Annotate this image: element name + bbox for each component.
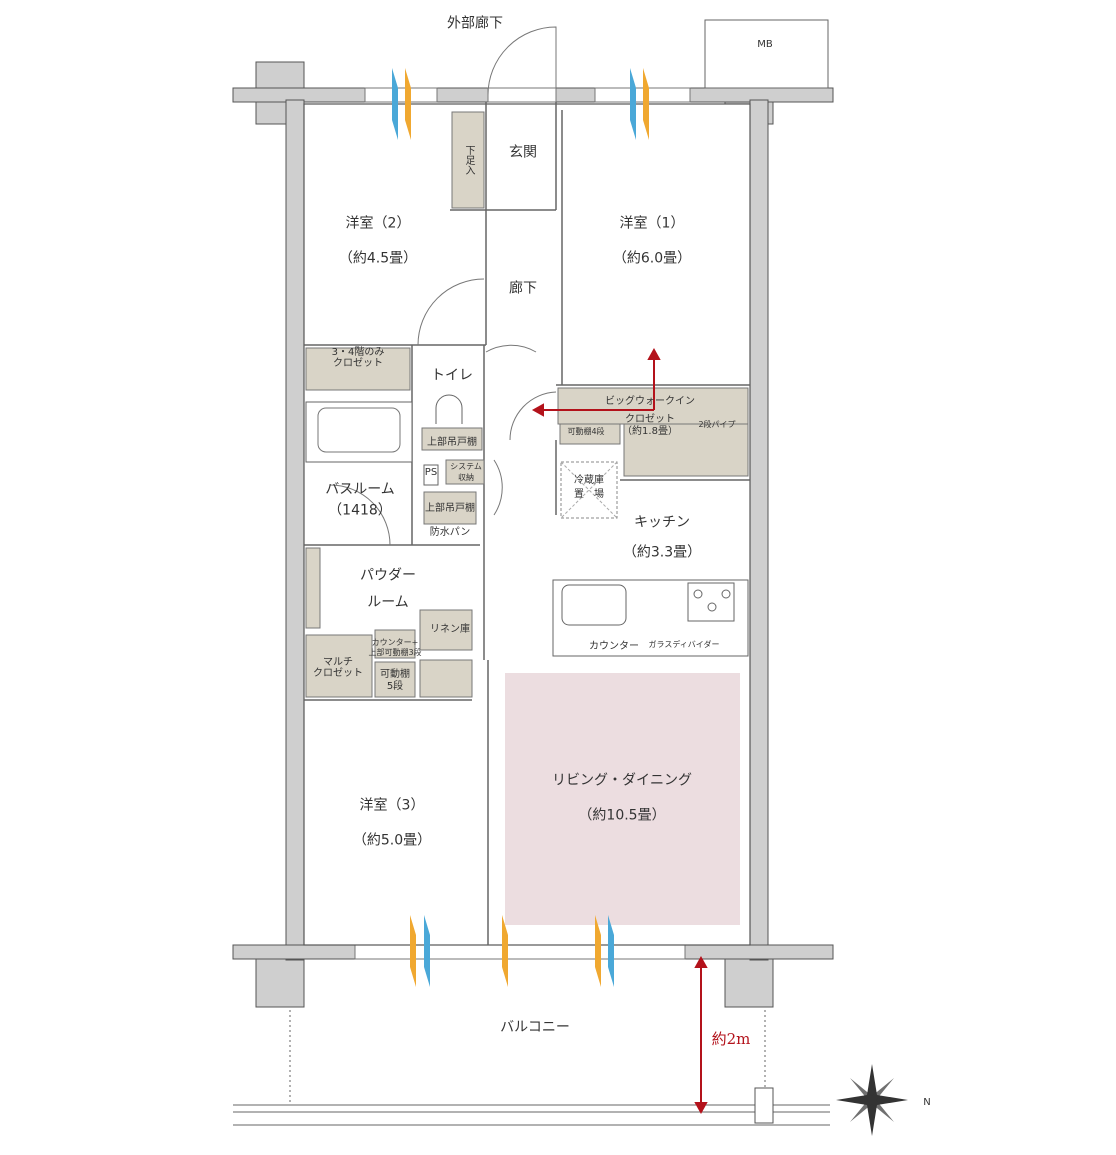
- living-dining-name: リビング・ダイニング: [552, 772, 692, 789]
- powder-room-label-1: パウダー: [360, 567, 416, 584]
- fridge-space-label-2: 置 場: [574, 489, 604, 500]
- closet-label: クロゼット: [333, 358, 383, 369]
- ventilation-arrows: [392, 68, 649, 987]
- linen-storage-label: リネン庫: [430, 624, 470, 635]
- western-room-3-name: 洋室（3）: [359, 797, 425, 814]
- fridge-space-label-1: 冷蔵庫: [574, 475, 604, 486]
- hallway-label: 廊下: [509, 280, 537, 297]
- kitchen-name: キッチン: [634, 514, 690, 531]
- balcony-label: バルコニー: [500, 1019, 570, 1036]
- kitchen-size: （約3.3畳）: [622, 544, 702, 561]
- movable-shelf-5-label-1: 可動棚: [380, 669, 410, 680]
- western-room-3-size: （約5.0畳）: [352, 832, 432, 849]
- toilet-label: トイレ: [431, 367, 473, 384]
- walk-in-closet-access-arrows: [531, 347, 708, 1115]
- multi-closet-label-1: マルチ: [323, 657, 353, 668]
- two-tier-pipe-label: 2段パイプ: [698, 420, 736, 430]
- glass-divider-label: ガラスディバイダー: [648, 640, 720, 650]
- living-area-highlight: [505, 673, 740, 925]
- movable-shelf-5-label-2: 5段: [386, 681, 404, 692]
- walk-in-closet-label-1: ビッグウォークイン: [605, 396, 695, 407]
- laundry-upper-cabinet-label: 上部吊戸棚: [425, 503, 475, 514]
- ps-label: PS: [424, 467, 438, 478]
- counter-shelf-label-1: カウンター+: [371, 638, 419, 648]
- mb-label: MB: [757, 39, 773, 50]
- counter-label: カウンター: [589, 641, 639, 652]
- walk-in-closet-label-2: クロゼット: [625, 414, 675, 425]
- entrance-label: 玄関: [509, 144, 537, 161]
- movable-shelf-4-label: 可動棚4段: [567, 427, 605, 437]
- bathroom-size: （1418）: [328, 502, 392, 519]
- walk-in-closet-size: （約1.8畳）: [622, 426, 678, 437]
- closet-floor-note: 3・4階のみ: [331, 347, 385, 358]
- wall-right: [749, 99, 769, 961]
- shoe-box-label: 下足入: [463, 145, 474, 175]
- multi-closet-label-2: クロゼット: [313, 668, 363, 679]
- north-label: N: [923, 1097, 931, 1108]
- bathroom-name: バスルーム: [325, 481, 395, 498]
- western-room-2-name: 洋室（2）: [345, 215, 411, 232]
- living-dining-size: （約10.5畳）: [578, 807, 666, 824]
- system-storage-label-1: システム: [450, 462, 482, 472]
- wall-left: [285, 99, 305, 961]
- western-room-1-name: 洋室（1）: [619, 215, 685, 232]
- toilet-upper-cabinet-label: 上部吊戸棚: [427, 437, 477, 448]
- waterproof-pan-label: 防水パン: [429, 527, 471, 538]
- outside-corridor-label: 外部廊下: [447, 15, 503, 32]
- compass-rose-icon: [836, 1064, 908, 1136]
- counter-shelf-label-2: 上部可動棚3段: [368, 648, 422, 658]
- system-storage-label-2: 収納: [458, 473, 474, 483]
- powder-room-label-2: ルーム: [367, 594, 409, 611]
- western-room-1-size: （約6.0畳）: [612, 250, 692, 267]
- western-room-2-size: （約4.5畳）: [338, 250, 418, 267]
- balcony-depth-label: 約2m: [711, 1030, 751, 1048]
